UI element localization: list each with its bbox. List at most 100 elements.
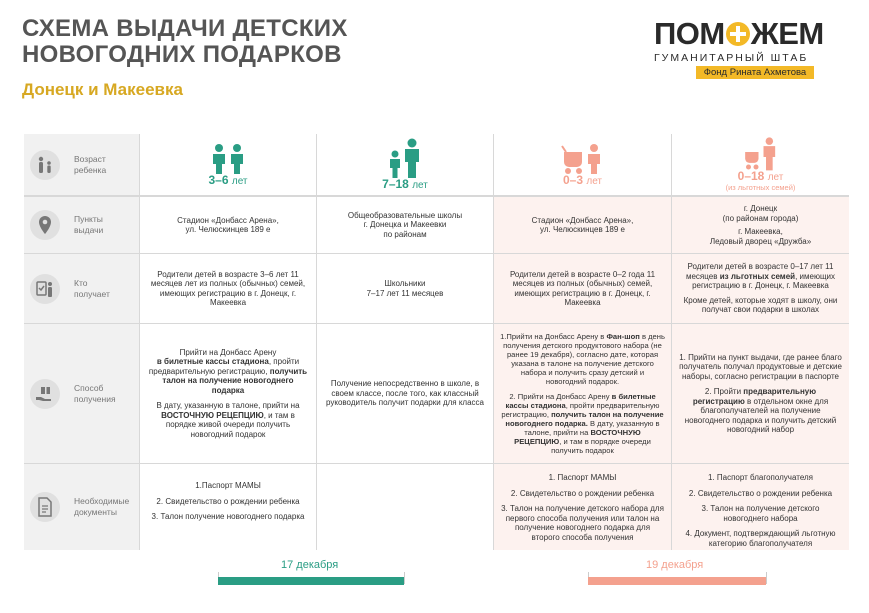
points-line: г. Донецка и Макеевки: [363, 220, 447, 230]
points-col-4: г. Донецк (по районам города) г. Макеевк…: [671, 197, 849, 253]
age-label: 0–3 лет: [562, 173, 603, 188]
docs-col-3: 1. Паспорт МАМЫ 2. Свидетельство о рожде…: [493, 464, 671, 550]
points-line: Стадион «Донбасс Арена»,: [531, 215, 634, 225]
document-icon: [30, 492, 60, 522]
teen-kid-icon: [390, 138, 419, 179]
row-label-text: Возраст ребенка: [74, 153, 107, 175]
who-text: Школьники: [384, 279, 426, 288]
doc-item: 1. Паспорт благополучателя: [707, 473, 814, 482]
method-col-3: 1.Прийти на Донбасс Арену в Фан-шоп в де…: [493, 324, 671, 463]
row-points: Пункты выдачи Стадион «Донбасс Арена», у…: [24, 196, 849, 254]
points-line: г. Донецк: [743, 204, 778, 213]
row-label-who: Кто получает: [24, 254, 139, 323]
points-col-1: Стадион «Донбасс Арена», ул. Челюскинцев…: [139, 197, 316, 253]
doc-item: 2. Свидетельство о рождении ребенка: [156, 496, 300, 506]
points-line: Стадион «Донбасс Арена»,: [177, 215, 279, 225]
age-note: (из льготных семей): [725, 182, 796, 192]
page-title: СХЕМА ВЫДАЧИ ДЕТСКИХ НОВОГОДНИХ ПОДАРКОВ: [22, 16, 348, 68]
points-col-3: Стадион «Донбасс Арена», ул. Челюскинцев…: [493, 197, 671, 253]
stroller-kid-icon: [560, 144, 600, 175]
method-col-2: Получение непосредственно в школе, в сво…: [316, 324, 493, 463]
row-label-text: Необходимые документы: [74, 496, 130, 517]
logo-left: ПОМ: [654, 16, 725, 51]
schedule-table: Возраст ребенка 3–6 лет 7–18 лет 0–3 лет…: [24, 134, 849, 550]
method-step: 2. Пройти предварительную регистрацию в …: [684, 387, 837, 434]
points-line: по районам: [383, 229, 427, 239]
who-extra: Кроме детей, которые ходят в школу, они …: [683, 295, 838, 315]
age-label: 0–18 лет: [737, 169, 784, 183]
points-line: (по районам города): [722, 213, 799, 223]
doc-item: 2. Свидетельство о рождении ребенка: [510, 488, 655, 498]
age-col-3: 0–3 лет: [493, 134, 671, 195]
logo-fund: Фонд Рината Ахметова: [696, 66, 814, 79]
row-label-text: Пункты выдачи: [74, 214, 104, 235]
points-line: Ледовый дворец «Дружба»: [709, 236, 812, 246]
who-col-1: Родители детей в возрасте 3–6 лет 11 мес…: [139, 254, 316, 323]
row-label-points: Пункты выдачи: [24, 197, 139, 253]
points-col-2: Общеобразовательные школы г. Донецка и М…: [316, 197, 493, 253]
method-step: 1. Прийти на пункт выдачи, где ранее бла…: [679, 352, 842, 381]
row-label-age: Возраст ребенка: [24, 134, 139, 195]
doc-item: 3. Талон на получение детского новогодне…: [701, 504, 820, 523]
doc-item: 3. Талон получение новогоднего подарка: [151, 512, 305, 521]
logo-sub: ГУМАНИТАРНЫЙ ШТАБ: [654, 52, 809, 64]
who-text: Родители детей в возрасте 0–17 лет 11 ме…: [685, 262, 835, 291]
method-step: В дату, указанную в талоне, прийти на ВО…: [156, 401, 300, 439]
checklist-person-icon: [30, 273, 60, 304]
row-age: Возраст ребенка 3–6 лет 7–18 лет 0–3 лет…: [24, 134, 849, 196]
row-label-docs: Необходимые документы: [24, 464, 139, 550]
who-col-3: Родители детей в возрасте 0–2 года 11 ме…: [493, 254, 671, 323]
points-line: Общеобразовательные школы: [347, 210, 463, 220]
family-icon: [30, 149, 60, 180]
points-line: ул. Челюскинцев 189 е: [540, 225, 625, 234]
timeline-bar-1: [218, 577, 404, 585]
age-label: 3–6 лет: [208, 173, 248, 188]
location-pin-icon: [30, 210, 60, 240]
stroller-teen-icon: [744, 137, 775, 171]
logo-main: ПОМ ЖЕМ: [654, 18, 850, 50]
docs-col-1: 1.Паспорт МАМЫ 2. Свидетельство о рожден…: [139, 464, 316, 550]
who-text: Родители детей в возрасте 0–2 года 11 ме…: [509, 269, 656, 308]
docs-col-4: 1. Паспорт благополучателя 2. Свидетельс…: [671, 464, 849, 550]
row-who: Кто получает Родители детей в возрасте 3…: [24, 254, 849, 324]
timeline-bar-2: [588, 577, 766, 585]
points-line: ул. Челюскинцев 189 е: [185, 225, 271, 234]
title-line-1: СХЕМА ВЫДАЧИ ДЕТСКИХ: [22, 15, 348, 42]
age-col-1: 3–6 лет: [139, 134, 316, 195]
who-col-4: Родители детей в возрасте 0–17 лет 11 ме…: [671, 254, 849, 323]
doc-item: 2. Свидетельство о рождении ребенка: [688, 488, 833, 498]
doc-item: 1.Паспорт МАМЫ: [195, 481, 261, 490]
doc-item: 4. Документ, подтверждающий льготную кат…: [685, 529, 836, 548]
method-text: Получение непосредственно в школе, в сво…: [326, 379, 484, 408]
logo: ПОМ ЖЕМ ГУМАНИТАРНЫЙ ШТАБ Фонд Рината Ахм…: [654, 18, 850, 79]
points-line: г. Макеевка,: [738, 227, 783, 236]
timeline-tick: [766, 572, 767, 584]
kids-icon: [213, 144, 243, 175]
row-docs: Необходимые документы 1.Паспорт МАМЫ 2. …: [24, 464, 849, 550]
logo-right: ЖЕМ: [750, 16, 825, 51]
docs-col-2: [316, 464, 493, 550]
who-text: Родители детей в возрасте 3–6 лет 11 мес…: [150, 269, 306, 308]
row-label-text: Кто получает: [74, 277, 110, 299]
who-text: 7–17 лет 11 месяцев: [366, 288, 444, 298]
method-step: 1.Прийти на Донбасс Арену в Фан-шоп в де…: [500, 332, 665, 386]
timeline-date-1: 17 декабря: [281, 559, 339, 571]
age-label: 7–18 лет: [382, 177, 428, 192]
doc-item: 1. Паспорт МАМЫ: [548, 473, 617, 482]
cross-icon: [725, 22, 750, 46]
row-label-text: Способ получения: [74, 382, 116, 404]
hand-gift-icon: [30, 378, 60, 409]
row-method: Способ получения Прийти на Донбасс Арену…: [24, 324, 849, 464]
timeline-tick: [404, 572, 405, 584]
age-col-4: 0–18 лет (из льготных семей): [671, 134, 849, 195]
timeline-date-2: 19 декабря: [646, 559, 704, 571]
method-col-4: 1. Прийти на пункт выдачи, где ранее бла…: [671, 324, 849, 463]
page-subtitle: Донецк и Макеевка: [22, 80, 183, 99]
method-step: 2. Прийти на Донбасс Арену в билетные ка…: [501, 392, 664, 455]
row-label-method: Способ получения: [24, 324, 139, 463]
doc-item: 3. Талон на получение детского набора дл…: [501, 504, 664, 542]
title-line-2: НОВОГОДНИХ ПОДАРКОВ: [22, 41, 342, 68]
who-col-2: Школьники 7–17 лет 11 месяцев: [316, 254, 493, 323]
